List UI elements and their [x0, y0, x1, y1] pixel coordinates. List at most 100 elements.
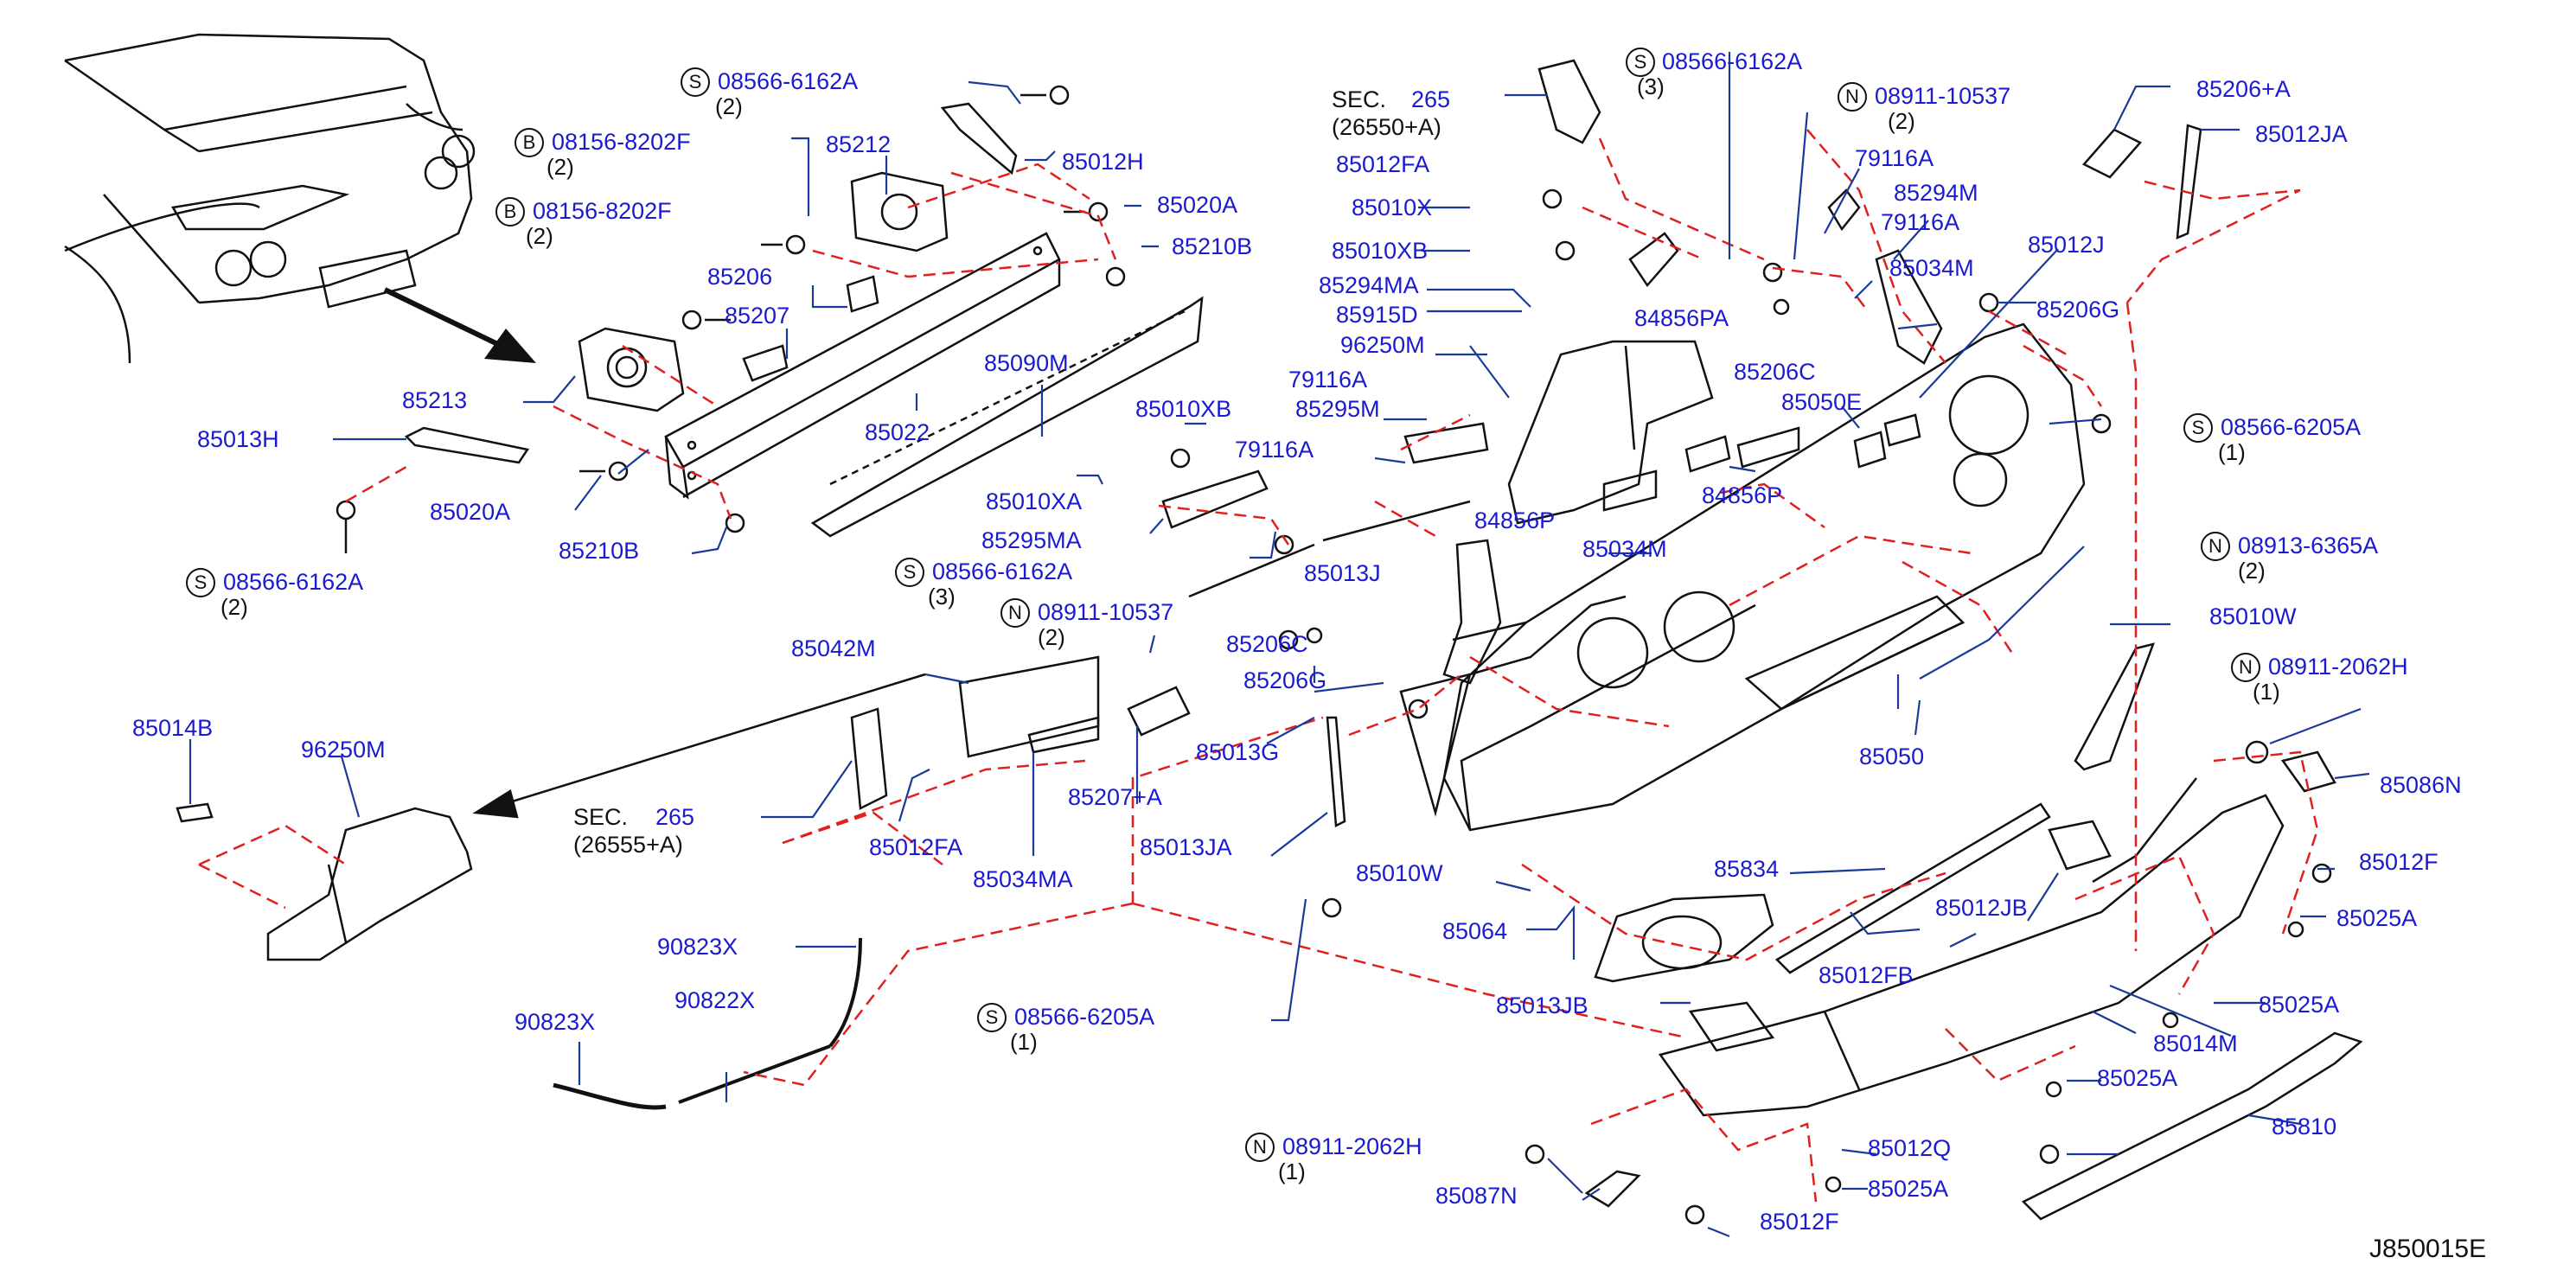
part-label[interactable]: 85020A — [1157, 192, 1238, 218]
part-label[interactable]: 85206 — [707, 264, 773, 290]
fastener-part-number: 08913-6365A — [2238, 533, 2379, 559]
part-label[interactable]: 85012JA — [2255, 121, 2348, 147]
part-label[interactable]: 85050E — [1781, 389, 1863, 415]
part-label[interactable]: 85013JB — [1496, 993, 1588, 1018]
part-label[interactable]: 85012H — [1062, 149, 1144, 175]
part-label[interactable]: 85013G — [1196, 739, 1280, 765]
part-label[interactable]: 85020A — [430, 499, 511, 525]
fastener-qty: (2) — [221, 594, 248, 620]
part-label[interactable]: 85010W — [2209, 603, 2297, 629]
part-label[interactable]: 85207 — [725, 303, 790, 329]
part-label[interactable]: 85012FA — [1336, 151, 1430, 177]
part-label[interactable]: 85064 — [1442, 918, 1508, 944]
part-label[interactable]: 85295MA — [981, 527, 1082, 553]
part-label[interactable]: 85025A — [1868, 1176, 1949, 1202]
fastener-part-number: 08566-6162A — [932, 559, 1073, 584]
part-label[interactable]: 96250M — [301, 737, 386, 763]
part-label[interactable]: 85010W — [1356, 860, 1443, 886]
sec-number[interactable]: 265 — [1411, 86, 1451, 112]
fastener-part-number: 08156-8202F — [533, 198, 672, 224]
part-label[interactable]: 85022 — [865, 419, 930, 445]
part-label[interactable]: 85034M — [1582, 536, 1667, 562]
part-label[interactable]: 85206C — [1734, 359, 1816, 385]
part-label[interactable]: 85010XB — [1135, 396, 1232, 422]
part-label[interactable]: 85834 — [1714, 856, 1780, 882]
part-label[interactable]: 85025A — [2259, 992, 2340, 1018]
part-label[interactable]: 85207+A — [1068, 784, 1162, 810]
part-label[interactable]: 96250M — [1340, 332, 1425, 358]
part-label[interactable]: 84856P — [1702, 482, 1783, 508]
part-label[interactable]: 85012JB — [1935, 895, 2028, 921]
part-label[interactable]: 85206C — [1226, 631, 1308, 657]
sec-prefix: SEC. — [1332, 86, 1387, 112]
part-label[interactable]: 85810 — [2272, 1114, 2337, 1139]
fastener-qty: (1) — [2253, 679, 2280, 705]
fastener-part-number: 08156-8202F — [552, 129, 691, 155]
part-label[interactable]: 85034MA — [973, 866, 1073, 892]
part-label[interactable]: 79116A — [1881, 209, 1960, 235]
fastener-part-number: 08566-6205A — [2221, 414, 2362, 440]
part-label[interactable]: 85034M — [1889, 255, 1974, 281]
part-label[interactable]: 90823X — [515, 1009, 596, 1035]
part-label[interactable]: 85014B — [132, 715, 214, 741]
lower-bumper — [1584, 642, 2363, 1221]
part-label[interactable]: 85010XA — [986, 488, 1083, 514]
part-label[interactable]: 85086N — [2380, 772, 2462, 798]
part-label[interactable]: 85050 — [1859, 744, 1925, 769]
fastener-qty: (2) — [526, 223, 553, 249]
part-label[interactable]: 85206G — [2036, 297, 2120, 322]
part-label[interactable]: 85010X — [1352, 195, 1433, 220]
part-label[interactable]: 85090M — [984, 350, 1069, 376]
fastener-qty: (2) — [547, 154, 574, 180]
part-label[interactable]: 85206G — [1243, 667, 1327, 693]
fastener-part-number: 08566-6162A — [718, 68, 859, 94]
sec-number[interactable]: 265 — [655, 804, 695, 830]
part-label[interactable]: 90823X — [657, 934, 738, 960]
part-label[interactable]: 85210B — [1172, 233, 1253, 259]
assembly-lines — [198, 129, 2319, 1203]
part-label[interactable]: 85042M — [791, 635, 876, 661]
part-label[interactable]: 85013J — [1304, 560, 1381, 586]
part-label[interactable]: 85210B — [559, 538, 640, 564]
part-label[interactable]: 85013JA — [1140, 834, 1232, 860]
part-label[interactable]: 85087N — [1435, 1183, 1518, 1209]
s-symbol: S — [1626, 48, 1655, 77]
part-label[interactable]: 85012FA — [869, 834, 963, 860]
part-label[interactable]: 85213 — [402, 387, 468, 413]
fastener-qty: (2) — [1888, 108, 1915, 134]
part-label[interactable]: 85013H — [197, 426, 279, 452]
part-label[interactable]: 85915D — [1336, 302, 1418, 328]
n-symbol: N — [1245, 1133, 1275, 1162]
part-label[interactable]: 85025A — [2097, 1065, 2178, 1091]
part-label[interactable]: 85012J — [2028, 232, 2105, 258]
part-label[interactable]: 79116A — [1235, 437, 1314, 463]
fastener-qty: (3) — [928, 584, 956, 610]
fastener-part-number: 08911-2062H — [1282, 1133, 1422, 1159]
fastener-qty: (1) — [1010, 1029, 1038, 1055]
b-symbol: B — [495, 197, 525, 227]
part-label[interactable]: 79116A — [1855, 145, 1934, 171]
part-label[interactable]: 85294MA — [1319, 272, 1419, 298]
part-label[interactable]: 85295M — [1295, 396, 1380, 422]
fastener-part-number: 08566-6162A — [1662, 48, 1803, 74]
car-rear-view — [64, 33, 476, 364]
part-label[interactable]: 84856PA — [1634, 305, 1729, 331]
part-label[interactable]: 85012FB — [1819, 962, 1914, 988]
leader-lines — [189, 52, 2370, 1238]
part-label[interactable]: 85012F — [2359, 849, 2439, 875]
part-label[interactable]: 85294M — [1894, 180, 1978, 206]
part-label[interactable]: 90822X — [674, 987, 756, 1013]
part-label[interactable]: 79116A — [1288, 367, 1368, 393]
part-label[interactable]: 84856P — [1474, 507, 1556, 533]
part-label[interactable]: 85014M — [2153, 1031, 2238, 1056]
part-label[interactable]: 85212 — [826, 131, 892, 157]
part-label[interactable]: 85010XB — [1332, 238, 1429, 264]
part-label[interactable]: 85025A — [2336, 905, 2418, 931]
part-label[interactable]: 85012Q — [1868, 1135, 1952, 1161]
s-symbol: S — [977, 1003, 1007, 1032]
sec-prefix: SEC. — [573, 804, 629, 830]
part-label[interactable]: 85012F — [1760, 1209, 1839, 1235]
part-label[interactable]: 85206+A — [2196, 76, 2291, 102]
